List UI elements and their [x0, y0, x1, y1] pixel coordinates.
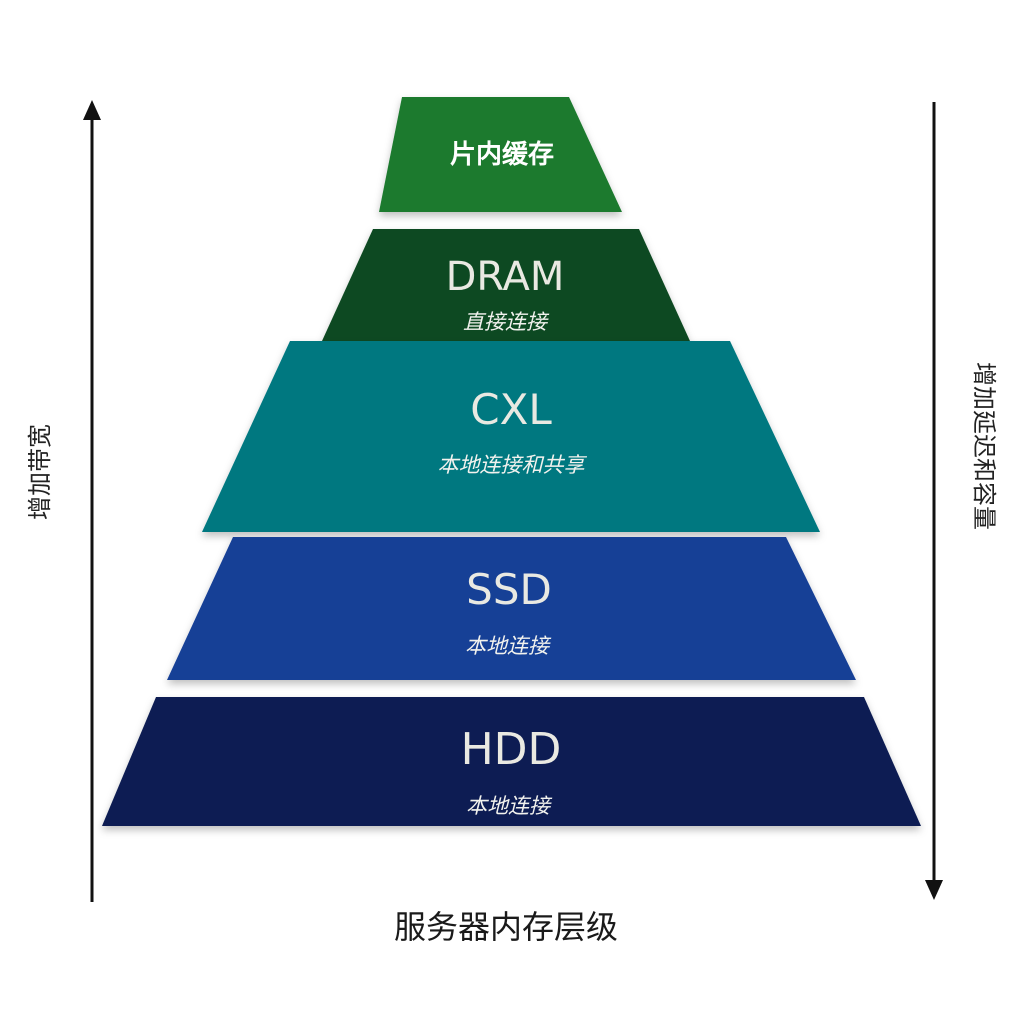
tier-dram: DRAM 直接连接 [322, 229, 690, 341]
right-arrow-head [925, 880, 943, 900]
left-axis-label: 增加带宽 [26, 424, 54, 520]
tier-hdd: HDD 本地连接 [102, 697, 921, 826]
left-arrow [83, 100, 101, 902]
tier-cxl-subtitle: 本地连接和共享 [438, 453, 588, 477]
tier-dram-shape [322, 229, 690, 341]
tier-ssd: SSD 本地连接 [167, 537, 856, 680]
tier-cxl: CXL 本地连接和共享 [202, 341, 820, 532]
tier-ssd-subtitle: 本地连接 [465, 634, 552, 658]
tier-hdd-title: HDD [461, 724, 562, 775]
tier-ssd-title: SSD [466, 565, 552, 614]
tier-on-chip-cache-shape [379, 97, 622, 212]
tier-cxl-title: CXL [470, 385, 552, 434]
tier-on-chip-cache-title: 片内缓存 [450, 139, 554, 170]
right-axis-label: 增加延迟和容量 [970, 362, 998, 530]
right-arrow [925, 102, 943, 900]
tier-hdd-shape [102, 697, 921, 826]
tier-dram-subtitle: 直接连接 [463, 310, 550, 334]
diagram-caption: 服务器内存层级 [394, 908, 618, 946]
tier-dram-title: DRAM [446, 254, 565, 300]
left-arrow-head [83, 100, 101, 120]
tier-hdd-subtitle: 本地连接 [466, 794, 553, 818]
tier-on-chip-cache: 片内缓存 [379, 97, 622, 212]
tier-cxl-shape [202, 341, 820, 532]
tier-ssd-shape [167, 537, 856, 680]
